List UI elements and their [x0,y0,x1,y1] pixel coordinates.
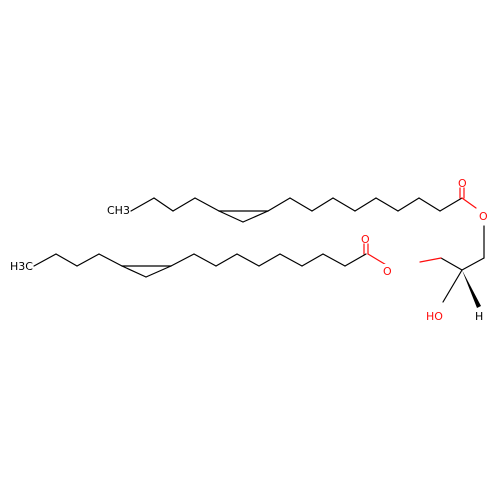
upper-terminal-methyl: CH3 [107,204,130,217]
lower-cyclopropane-bond [145,265,172,278]
stereo-hydrogen-label: H [475,310,483,323]
ester1-ether-oxygen: O [479,210,488,223]
atom-labels: O O O O HO H CH3 H3C [10,177,489,323]
ester2-carbonyl-oxygen: O [361,233,370,246]
upper-cyclopropane-bond [242,210,269,223]
lower-cyclopropane-bond [121,265,147,278]
hydroxyl-label: HO [426,310,443,323]
lower-terminal-methyl: H3C [10,260,33,273]
upper-fatty-chain [130,187,485,259]
ester2-ether-oxygen: O [383,265,392,278]
stereo-wedge [462,270,481,308]
glycerol-backbone [419,257,485,308]
ester1-carbonyl-oxygen: O [458,177,467,190]
lower-fatty-chain [33,243,389,278]
upper-cyclopropane-bond [218,210,244,223]
hydroxyl-bond [442,269,463,303]
